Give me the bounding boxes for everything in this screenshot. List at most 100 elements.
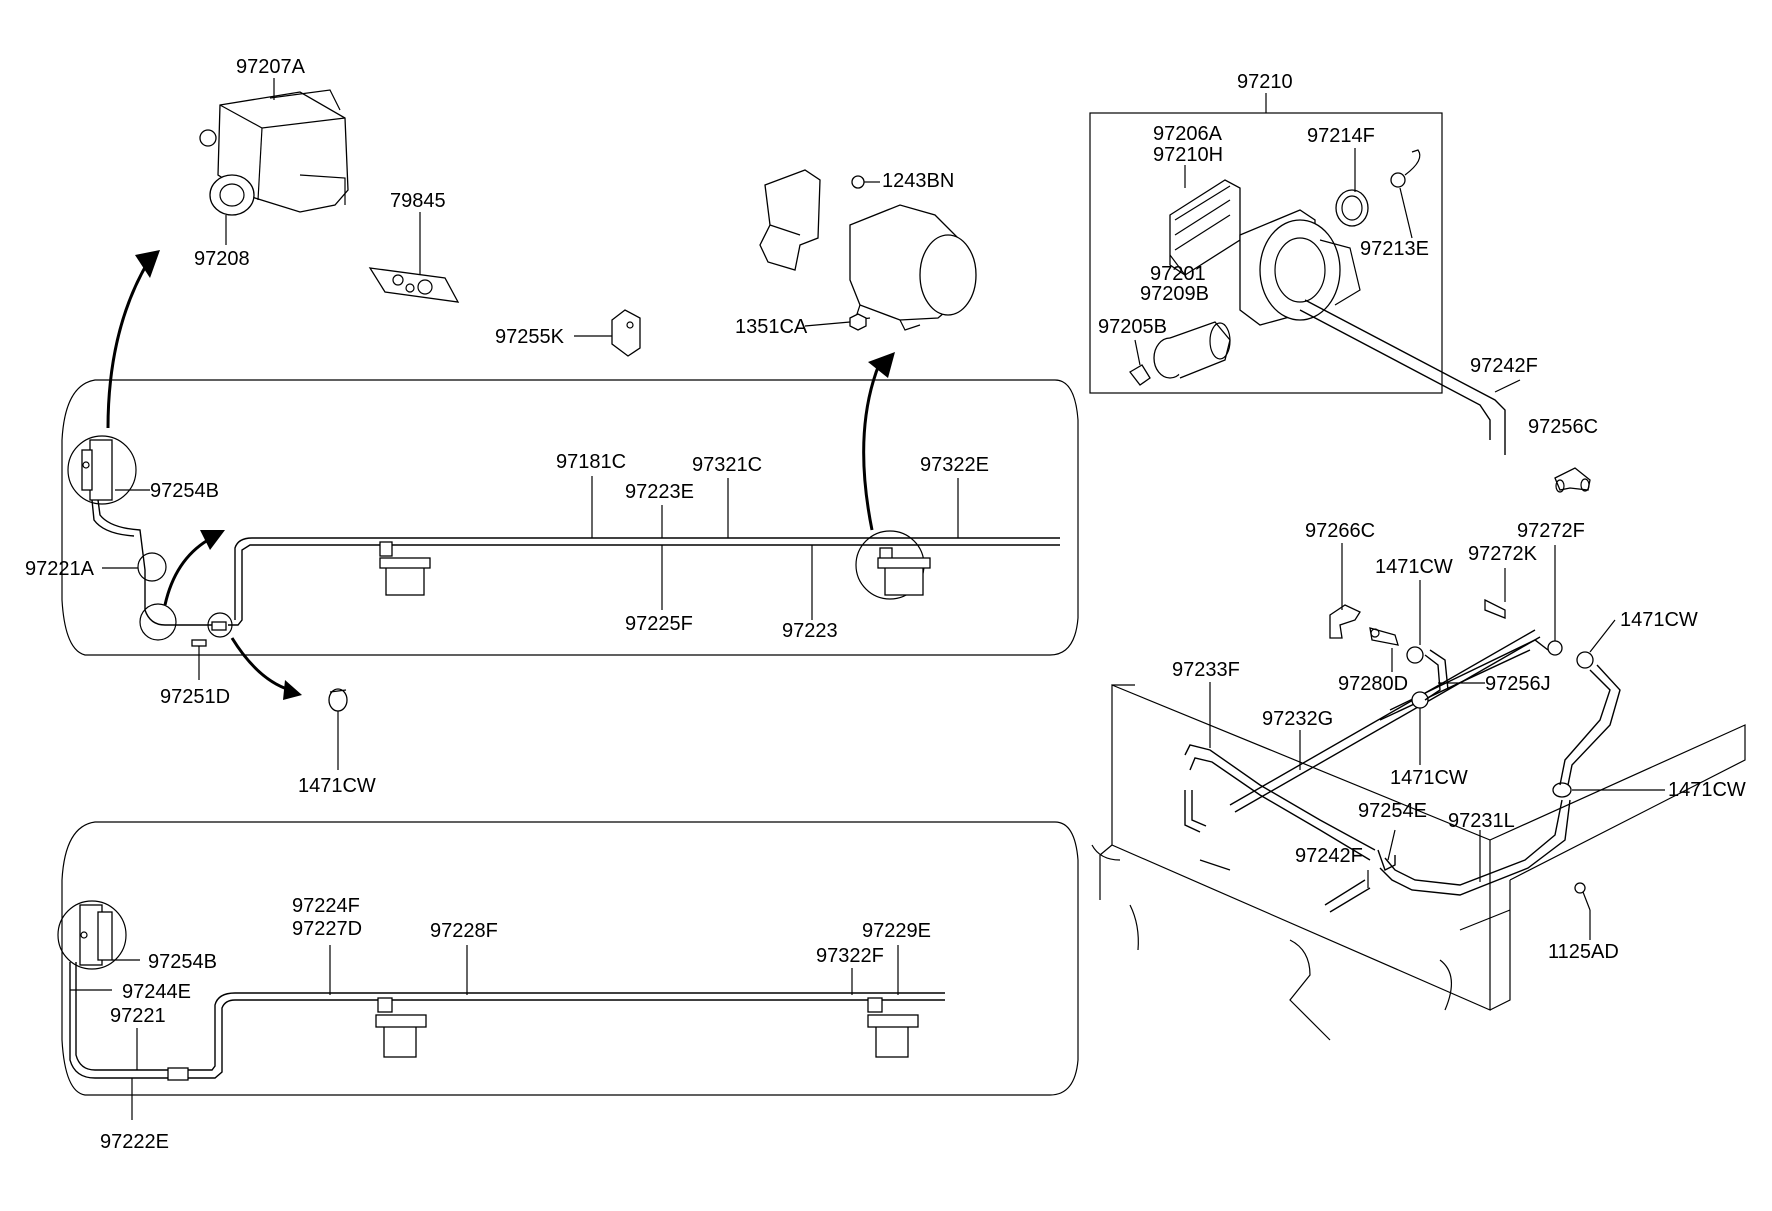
outlet-97228f (375, 997, 427, 1058)
pipe-97242f-top (1304, 299, 1506, 455)
fitting-97280d (1369, 627, 1399, 646)
joint-97222e (167, 1067, 189, 1081)
arrow-to-heater-unit (106, 261, 150, 429)
pipe-97232g (1229, 629, 1536, 806)
label-97225f: 97225F (625, 613, 693, 635)
label-97255k: 97255K (495, 326, 565, 348)
sensor-97213e (1390, 149, 1421, 188)
label-97272f: 97272F (1517, 520, 1585, 542)
label-97254b-bottom: 97254B (148, 951, 217, 973)
label-97256c: 97256C (1528, 416, 1598, 438)
label-1471cw-c: 1471CW (1390, 767, 1468, 789)
label-97201: 97201 (1150, 263, 1206, 285)
labels: 97207A 97208 79845 97255K 1243BN 1351CA … (25, 56, 1746, 1153)
outlet-97223e (379, 541, 431, 596)
label-97227d: 97227D (292, 918, 362, 940)
label-97210h: 97210H (1153, 144, 1223, 166)
outlet-97229e (867, 997, 919, 1058)
hose-97256j (1424, 654, 1441, 701)
bracket-97255k (611, 309, 641, 357)
heater-97254b-bottom (57, 900, 127, 970)
fitting-97272k (1484, 598, 1506, 619)
label-97321c: 97321C (692, 454, 762, 476)
label-97242f-top: 97242F (1470, 355, 1538, 377)
label-97254b-top: 97254B (150, 480, 219, 502)
label-1243bn: 1243BN (882, 170, 954, 192)
pipe-97242f-bottom (1324, 879, 1366, 906)
tank-outline-lower (61, 821, 1079, 1096)
label-97272k: 97272K (1468, 543, 1538, 565)
arrow-to-clamp-97221a (163, 538, 209, 606)
label-97251d: 97251D (160, 686, 230, 708)
outlet-97322e (855, 530, 931, 600)
screw-1243bn (851, 175, 880, 189)
label-1471cw-d: 1471CW (1668, 779, 1746, 801)
tank-outline-upper (61, 379, 1079, 656)
elbow-97256c (1554, 467, 1591, 493)
label-97256j: 97256J (1485, 673, 1551, 695)
pipe-97231l (1384, 799, 1563, 886)
clip-97205b (1129, 364, 1151, 386)
label-97221: 97221 (110, 1005, 166, 1027)
label-97280d: 97280D (1338, 673, 1408, 695)
label-97213e: 97213E (1360, 238, 1429, 260)
label-97214f: 97214F (1307, 125, 1375, 147)
label-97244e: 97244E (122, 981, 191, 1003)
label-97208: 97208 (194, 248, 250, 270)
label-97205b: 97205B (1098, 316, 1167, 338)
blower-housing (849, 204, 977, 331)
lower-line (69, 962, 945, 1079)
label-97223e: 97223E (625, 481, 694, 503)
label-97232g: 97232G (1262, 708, 1333, 730)
clamp-1471cw-b (1576, 651, 1594, 669)
heater-unit-97207a (199, 89, 349, 216)
arrow-to-blower-housing (862, 361, 882, 531)
label-97224f: 97224F (292, 895, 360, 917)
label-97209b: 97209B (1140, 283, 1209, 305)
fan-motor-97201 (1239, 209, 1361, 326)
blower-wheel-97209b (1153, 321, 1231, 379)
cover-bracket (759, 169, 821, 271)
heater-97254b-top (67, 435, 137, 505)
pipe-97254e (1377, 849, 1396, 871)
clamp-1471cw-a (1406, 646, 1424, 664)
label-97233f: 97233F (1172, 659, 1240, 681)
pipe-97233f (1184, 744, 1376, 851)
clamp-1471cw-left (328, 688, 348, 712)
label-97207a: 97207A (236, 56, 306, 78)
label-97228f: 97228F (430, 920, 498, 942)
pipe-left-run (97, 499, 218, 626)
label-97322f: 97322F (816, 945, 884, 967)
label-97254e: 97254E (1358, 800, 1427, 822)
label-97322e: 97322E (920, 454, 989, 476)
label-1471cw-a: 1471CW (1375, 556, 1453, 578)
elbow-97266c (1329, 604, 1361, 639)
label-97210: 97210 (1237, 71, 1293, 93)
clamp-1471cw-d (1552, 782, 1572, 798)
heater-core-97210h (1169, 179, 1241, 276)
label-97242f-bottom: 97242F (1295, 845, 1363, 867)
bolt-1125ad (1574, 882, 1591, 911)
label-97221a: 97221A (25, 558, 95, 580)
seal-ring-97214f (1335, 189, 1369, 227)
label-97223: 97223 (782, 620, 838, 642)
label-97229e: 97229E (862, 920, 931, 942)
label-97206a: 97206A (1153, 123, 1223, 145)
chassis-frame (1091, 684, 1746, 1041)
label-1351ca: 1351CA (735, 316, 808, 338)
leader-lines (70, 78, 1665, 1120)
label-1125ad: 1125AD (1548, 941, 1619, 963)
fitting-97272f (1547, 640, 1563, 656)
label-97222e: 97222E (100, 1131, 169, 1153)
gasket-79845 (368, 267, 460, 303)
label-97181c: 97181C (556, 451, 626, 473)
label-79845: 79845 (390, 190, 446, 212)
label-1471cw-left: 1471CW (298, 775, 376, 797)
label-97231l: 97231L (1448, 810, 1515, 832)
nut-1351ca (849, 313, 867, 331)
clamp-97221a (137, 552, 167, 582)
arrow-to-clamp-1471cw (230, 637, 291, 692)
label-1471cw-b: 1471CW (1620, 609, 1698, 631)
label-97266c: 97266C (1305, 520, 1375, 542)
